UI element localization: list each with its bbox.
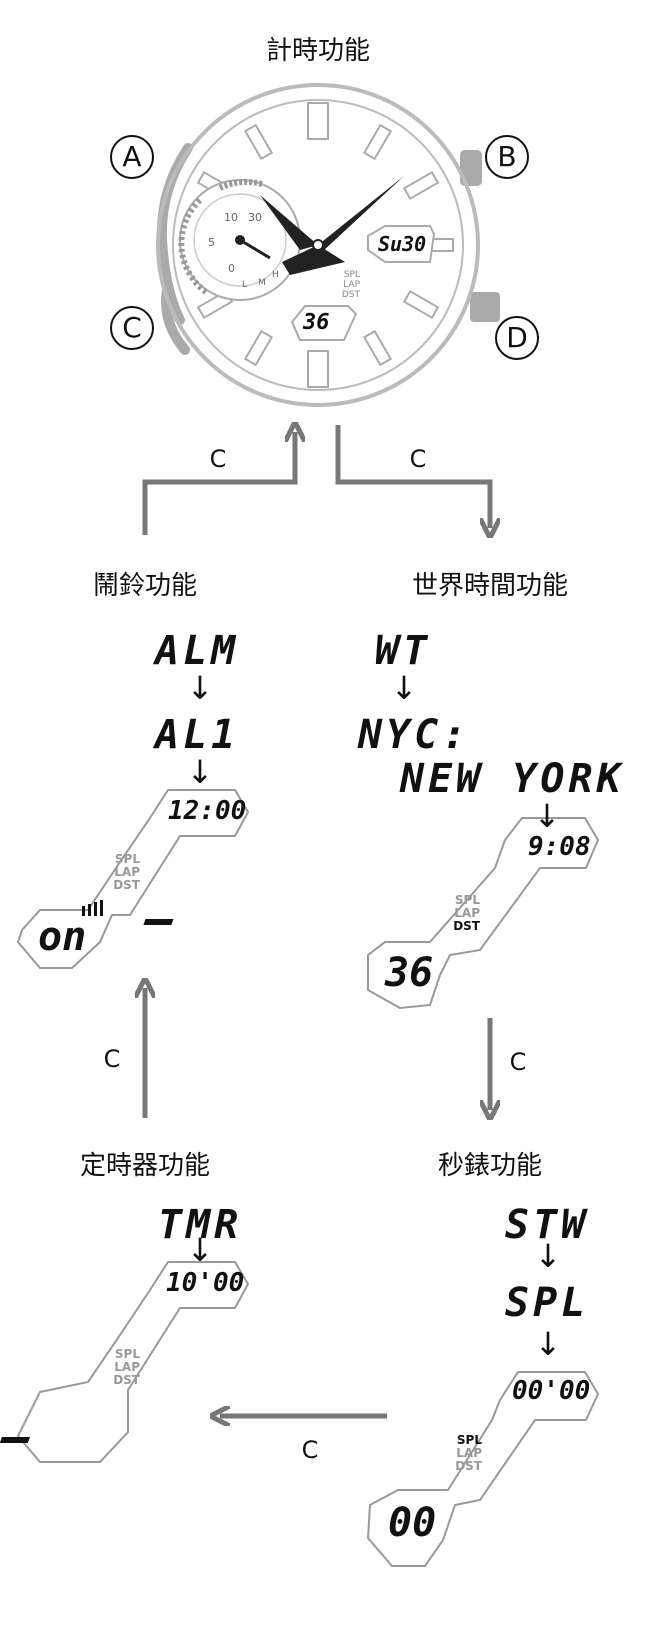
down-arrow: ↓ (534, 1237, 562, 1275)
button-b-shape[interactable] (460, 150, 482, 186)
stopwatch-time: 00'00 (512, 1376, 591, 1406)
worldtime-city-name: NEW YORK (400, 756, 625, 802)
arrow-alarm-to-timekeeping (142, 432, 295, 535)
alarm-number: AL1 (155, 712, 240, 758)
button-b-label: B (485, 135, 529, 179)
arrow-label-c: C (209, 445, 227, 473)
watch-seconds-display: 36 (303, 310, 330, 335)
arrow-timekeeping-to-worldtime (335, 425, 490, 528)
worldtime-time: 9:08 (528, 832, 591, 862)
stopwatch-code: STW (505, 1202, 590, 1248)
timer-lcd (16, 1261, 250, 1463)
alarm-code: ALM (155, 628, 240, 674)
arrow-label-c: C (301, 1436, 319, 1464)
button-d-label: D (495, 316, 539, 360)
alarm-signal-icon (82, 900, 103, 916)
button-c-label: C (110, 306, 154, 350)
timer-code: TMR (158, 1202, 243, 1248)
down-arrow: ↓ (534, 1325, 562, 1363)
stopwatch-mode-title: 秒錶功能 (437, 1151, 543, 1181)
down-arrow: ↓ (186, 669, 214, 707)
worldtime-city-code: NYC: (358, 712, 471, 758)
arrow-label-c: C (409, 445, 427, 473)
alarm-mode-title: 鬧鈴功能 (92, 571, 198, 601)
worldtime-code: WT (375, 628, 432, 674)
watch-day-display: Su30 (378, 232, 427, 256)
down-arrow: ↓ (186, 753, 214, 791)
button-a-label: A (110, 135, 154, 179)
hour-hand (282, 245, 345, 275)
timekeeping-mode-title: 計時功能 (265, 36, 371, 66)
seconds-window (290, 305, 358, 341)
alarm-status: on (38, 914, 87, 960)
watch-illustration (156, 83, 500, 407)
arrow-label-c: C (103, 1045, 121, 1073)
day-window (367, 225, 436, 263)
stopwatch-lcd (366, 1371, 600, 1567)
stopwatch-seconds: 00 (388, 1500, 437, 1546)
minute-hand (318, 176, 404, 252)
down-arrow: ↓ (533, 797, 561, 835)
alarm-lcd (16, 789, 250, 969)
bezel (156, 83, 480, 407)
button-d-shape[interactable] (470, 292, 500, 322)
spl-bar (0, 1437, 30, 1443)
stopwatch-mode-code: SPL (505, 1280, 590, 1326)
arrow-label-c: C (509, 1048, 527, 1076)
down-arrow: ↓ (186, 1231, 214, 1269)
timer-time: 10'00 (166, 1268, 245, 1298)
alarm-time: 12:00 (168, 796, 247, 826)
timer-mode-title: 定時器功能 (79, 1151, 211, 1181)
worldtime-mode-title: 世界時間功能 (411, 571, 569, 601)
worldtime-seconds: 36 (385, 950, 434, 996)
worldtime-lcd (367, 817, 600, 1010)
dst-bar (143, 919, 174, 925)
flow-arrows (145, 425, 490, 1416)
down-arrow: ↓ (390, 669, 418, 707)
